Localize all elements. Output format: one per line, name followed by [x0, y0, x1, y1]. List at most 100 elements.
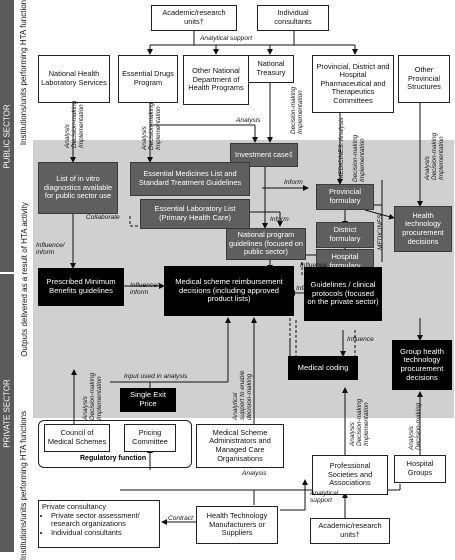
label-analytical-support-msa: Analytical support to enable decision-ma… — [232, 371, 253, 420]
eml-text: Essential Medicines List and Standard Tr… — [138, 169, 242, 187]
row-label-institutions-top-text: Institutions/units performing HTA functi… — [19, 0, 29, 145]
public-sector-label: PUBLIC SECTOR — [0, 0, 14, 272]
nhls-text: National Health Laboratory Services — [41, 69, 107, 87]
medical-scheme-node: Medical scheme reimbursement decisions (… — [164, 266, 294, 316]
label-analysis-prof-text: Analysis Decision-making Implementation — [349, 398, 371, 446]
label-medicines-side: MEDICINES — [377, 214, 384, 250]
private-consultancy-title: Private consultancy — [42, 502, 107, 511]
row-label-institutions-top: Institutions/units performing HTA functi… — [16, 0, 32, 145]
investment-case-text: Investment case‡ — [235, 149, 293, 159]
label-medicines-side-text: MEDICINES — [377, 214, 384, 250]
htp-decisions-node: Health technology procurement decisions — [394, 206, 452, 252]
private-consultancy-item: Individual consultants — [51, 528, 156, 538]
label-analysis-cms-text: Analysis Decision-making Implementation — [82, 372, 104, 420]
provincial-formulary-node: Provincial formulary — [316, 184, 374, 210]
label-analysis-group-text: Analysis Decision-making — [408, 402, 423, 450]
label-influence-inform-h-text: Influence/ inform — [130, 282, 159, 297]
label-collaborate: Collaborate — [86, 214, 120, 221]
single-exit-node: Single Exit Price — [120, 388, 176, 412]
label-inform-1: Inform — [284, 179, 303, 186]
group-htp-node: Group health technology procurement deci… — [392, 340, 452, 390]
provincial-formulary-text: Provincial formulary — [328, 187, 362, 205]
analytical-support-top-label: Analytical support — [200, 35, 253, 42]
label-analysis-other-prov-text: Analysis Decision-making Implementation — [424, 132, 446, 180]
htp-decisions-text: Health technology procurement decisions — [402, 210, 444, 246]
medical-coding-text: Medical coding — [297, 362, 349, 372]
private-sector-text: PRIVATE SECTOR — [2, 378, 12, 448]
national-guidelines-node: National program guidelines (focused on … — [226, 228, 306, 260]
single-exit-text: Single Exit Price — [130, 390, 166, 408]
other-ndoh-text: Other National Department of Health Prog… — [188, 66, 244, 93]
district-formulary-text: District formulary — [329, 225, 361, 243]
edp-text: Essential Drugs Program — [122, 69, 174, 87]
label-treasury-dm-text: Decision-making Implementation — [290, 86, 305, 134]
label-dm-impl-prov-text: Decision-making Implementation — [352, 134, 367, 182]
row-label-institutions-bottom-text: Institutions/units performing HTA functi… — [19, 410, 29, 560]
label-influence-mid: Influence — [296, 285, 323, 292]
label-analysis-group: Analysis Decision-making — [408, 403, 422, 450]
label-influence-inform-h: Influence/ inform — [130, 282, 159, 297]
medical-scheme-text: Medical scheme reimbursement decisions (… — [175, 276, 283, 304]
academic-top-text: Academic/research units† — [162, 8, 226, 26]
msa-text: Medical Scheme Administrators and Manage… — [209, 427, 271, 463]
other-provincial-node: Other Provincial Structures — [398, 55, 450, 103]
label-analytical-support-bottom: Analytical support — [310, 490, 338, 505]
label-analysis-msa: Analysis — [242, 470, 267, 477]
private-consultancy-node: Private consultancy Private sector asses… — [38, 500, 160, 548]
manufacturers-node: Health Technology Manufacturers or Suppl… — [196, 506, 278, 544]
label-influence-inform-v: Influence/ inform — [36, 242, 65, 257]
regulatory-function-group — [38, 420, 192, 468]
pricing-committee-node: Pricing Committee — [124, 424, 176, 452]
label-analytical-support-msa-text: Analytical support to enable decision-ma… — [232, 370, 254, 420]
public-sector-text: PUBLIC SECTOR — [2, 103, 12, 169]
label-analysis-edp-text: Analysis Decision-making Implementation — [141, 102, 163, 150]
elab-text: Essential Laboratory List (Primary Healt… — [154, 204, 236, 222]
row-label-outputs: Outputs delivered as a result of HTA act… — [16, 140, 32, 418]
individual-consultants-text: Individual consultants — [274, 8, 312, 26]
row-label-institutions-bottom: Institutions/units performing HTA functi… — [16, 410, 32, 559]
treasury-text: National Treasury — [256, 59, 286, 77]
label-treasury-dm: Decision-making Implementation — [290, 87, 304, 134]
academic-bottom-text: Academic/research units† — [318, 521, 382, 539]
hospital-groups-text: Hospital Groups — [406, 459, 434, 477]
cms-node: Council of Medical Schemes — [44, 424, 110, 452]
private-consultancy-item: Private sector assessment/ research orga… — [51, 511, 156, 529]
professional-societies-node: Professional Societies and Associations — [312, 455, 388, 495]
district-formulary-node: District formulary — [316, 222, 374, 248]
label-medicines-analysis-text: MEDICINES: Analysis — [338, 117, 345, 180]
medical-coding-node: Medical coding — [288, 356, 358, 380]
label-analysis-edp: Analysis Decision-making Implementation — [141, 103, 162, 150]
other-ndoh-node: Other National Department of Health Prog… — [183, 55, 249, 105]
edp-node: Essential Drugs Program — [118, 55, 178, 103]
treasury-node: National Treasury — [248, 55, 294, 83]
label-inform-2: Inform — [270, 216, 289, 223]
label-input-used: Input used in analysis — [124, 373, 188, 380]
label-influence-top: Influence — [300, 262, 327, 269]
label-influence-inform-v-text: Influence/ inform — [36, 242, 65, 257]
private-sector-label: PRIVATE SECTOR — [0, 274, 14, 552]
elab-node: Essential Laboratory List (Primary Healt… — [140, 199, 250, 229]
label-medicines-analysis: MEDICINES: Analysis — [338, 117, 345, 180]
academic-research-units-bottom: Academic/research units† — [310, 518, 390, 544]
hospital-groups-node: Hospital Groups — [394, 455, 446, 483]
provincial-committees-text: Provincial, District and Hospital Pharma… — [316, 61, 390, 105]
pricing-committee-text: Pricing Committee — [132, 428, 168, 446]
nhls-node: National Health Laboratory Services — [38, 55, 110, 103]
individual-consultants-top: Individual consultants — [257, 5, 329, 31]
label-analysis-cms: Analysis Decision-making Implementation — [82, 373, 103, 420]
regulatory-function-label: Regulatory function — [80, 455, 147, 462]
professional-societies-text: Professional Societies and Associations — [327, 461, 373, 488]
group-htp-text: Group health technology procurement deci… — [400, 346, 444, 382]
label-analysis-prof: Analysis Decision-making Implementation — [349, 399, 370, 446]
clinical-protocols-node: Guidelines / clinical protocols (focused… — [304, 267, 382, 321]
label-analysis-ic: Analysis — [236, 117, 261, 124]
eml-node: Essential Medicines List and Standard Tr… — [130, 162, 250, 196]
label-dm-impl-prov: Decision-making Implementation — [352, 135, 366, 182]
pmb-node: Prescribed Minimum Benefits guidelines — [38, 268, 124, 306]
academic-research-units-top: Academic/research units† — [151, 5, 237, 31]
label-analysis-nhls-text: Analysis Decision-making Implementation — [64, 100, 86, 148]
label-analytical-support-bottom-text: Analytical support — [310, 490, 339, 505]
pmb-text: Prescribed Minimum Benefits guidelines — [46, 277, 116, 295]
national-guidelines-text: National program guidelines (focused on … — [229, 230, 303, 257]
label-influence-coding: Influence — [347, 336, 374, 343]
